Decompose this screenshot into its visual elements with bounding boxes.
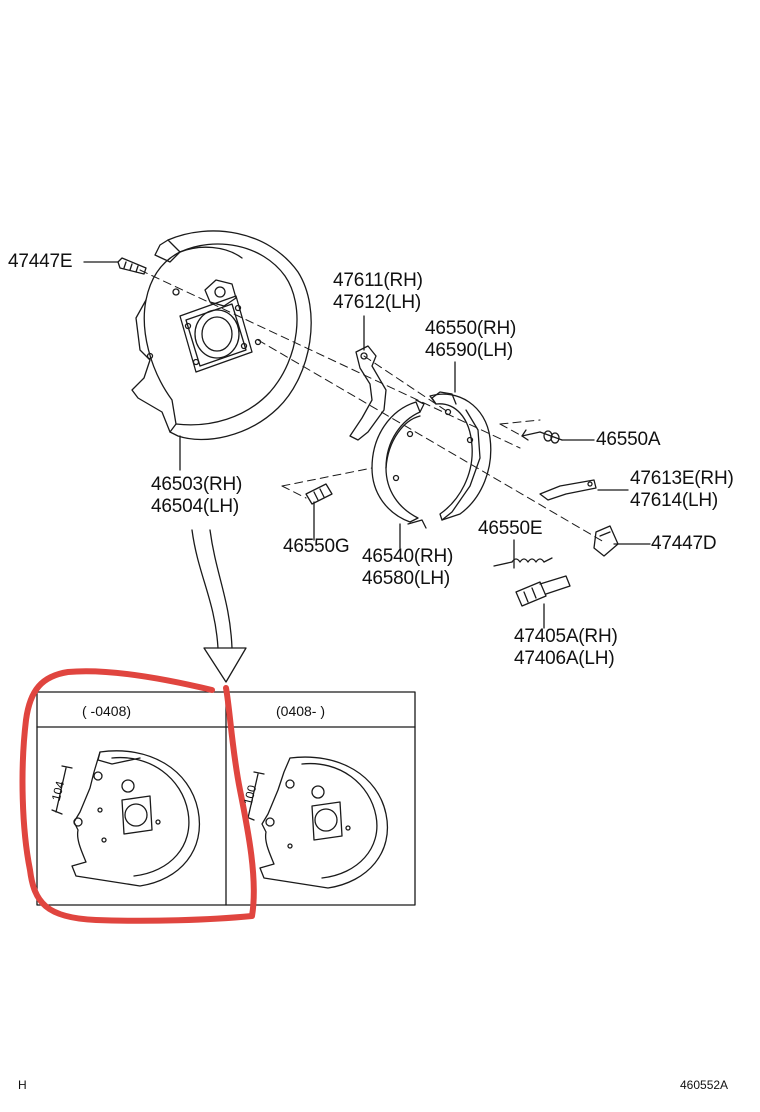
label-47612: 47612(LH)	[333, 292, 421, 313]
label-46550G: 46550G	[283, 536, 350, 557]
spring-46550E	[493, 557, 553, 567]
inset-left-header: ( -0408)	[82, 703, 132, 719]
label-46590: 46590(LH)	[425, 340, 513, 361]
clip-47447D	[593, 525, 619, 557]
label-46580: 46580(LH)	[362, 568, 450, 589]
label-47611: 47611(RH)	[333, 270, 423, 291]
label-46550: 46550(RH)	[425, 318, 517, 339]
spring-46550A	[521, 429, 563, 444]
brake-shoe-front	[429, 391, 492, 521]
adjuster-lever	[539, 479, 597, 501]
inset-right-header: (0408- )	[276, 703, 326, 719]
inset-box	[36, 691, 416, 906]
label-47447E: 47447E	[8, 251, 73, 272]
label-46504: 46504(LH)	[151, 496, 239, 517]
label-46550E: 46550E	[478, 518, 543, 539]
label-47614: 47614(LH)	[630, 490, 718, 511]
parking-brake-lever	[349, 345, 387, 441]
highlight-loop	[19, 668, 257, 924]
label-47405A: 47405A(RH)	[514, 626, 618, 647]
footer-left-code: H	[18, 1078, 27, 1092]
pin-46550G	[305, 483, 333, 505]
bolt-47447E	[117, 257, 147, 275]
backing-plate	[131, 230, 312, 441]
brake-shoe-rear	[371, 399, 427, 529]
label-47406A: 47406A(LH)	[514, 648, 615, 669]
label-46540: 46540(RH)	[362, 546, 454, 567]
label-46503: 46503(RH)	[151, 474, 243, 495]
label-47447D: 47447D	[651, 533, 717, 554]
label-46550A: 46550A	[596, 429, 661, 450]
arrow-to-inset	[191, 529, 247, 683]
label-47613E: 47613E(RH)	[630, 468, 734, 489]
inset-plate-left	[51, 750, 201, 887]
footer-diagram-id: 460552A	[680, 1078, 729, 1092]
inset-plate-right	[243, 756, 389, 889]
adjuster-47405A	[515, 575, 571, 607]
